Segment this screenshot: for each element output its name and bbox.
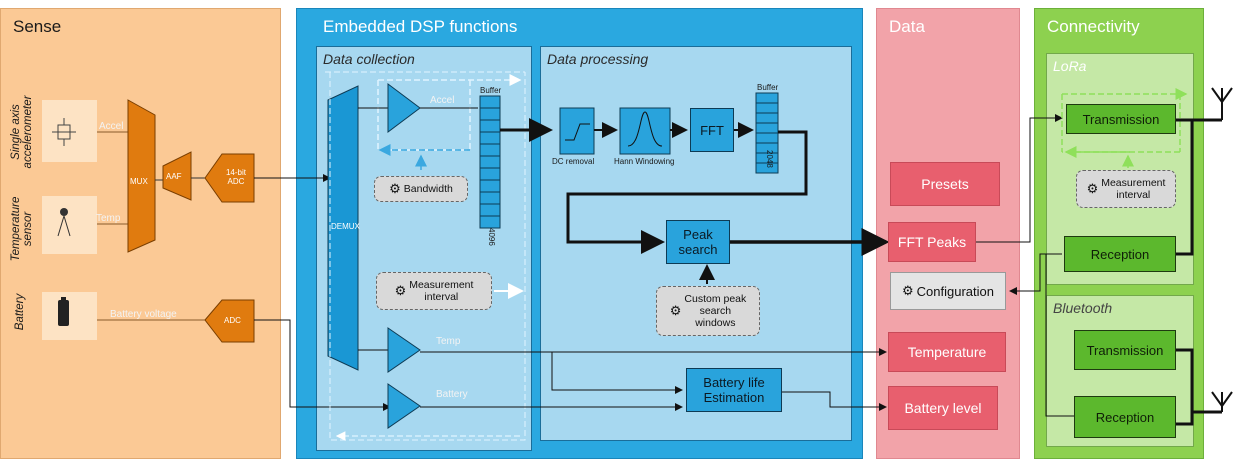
battery-amplifier [387, 383, 421, 429]
battery-icon [42, 292, 97, 340]
buffer-4096-size: 4096 [487, 228, 496, 246]
bluetooth-antenna-icon [1211, 391, 1233, 408]
bluetooth-transmission-box[interactable]: Transmission [1074, 330, 1176, 370]
fft-block: FFT [690, 108, 734, 152]
mux-block [127, 99, 156, 253]
buffer-2048-label: Buffer [757, 83, 779, 92]
battery-path-label: Battery [436, 389, 468, 400]
dc-removal-label: DC removal [552, 157, 595, 166]
configuration-box[interactable]: ⚙Configuration [890, 272, 1006, 310]
aaf-label: AAF [166, 172, 182, 181]
presets-box[interactable]: Presets [890, 162, 1000, 206]
sensor-battery-label: Battery [14, 293, 26, 331]
sense-panel-title: Sense [13, 17, 62, 36]
fft-peaks-box[interactable]: FFT Peaks [888, 222, 976, 262]
signal-battery-label: Battery voltage [110, 309, 177, 320]
data-collection-title: Data collection [323, 51, 415, 67]
connectivity-panel-title: Connectivity [1047, 17, 1140, 36]
buffer-4096 [479, 95, 501, 229]
buffer-4096-label: Buffer [480, 86, 502, 95]
demux-block [327, 85, 359, 371]
gear-icon: ⚙ [394, 283, 407, 298]
accel-path-label: Accel [430, 95, 455, 106]
accel-amplifier [387, 83, 421, 133]
signal-accel-label: Accel [99, 121, 124, 132]
bluetooth-title: Bluetooth [1053, 300, 1113, 316]
adc-battery-block [204, 299, 255, 343]
temp-amplifier [387, 327, 421, 373]
temp-path-label: Temp [436, 336, 461, 347]
dsp-panel-title: Embedded DSP functions [323, 17, 518, 36]
hann-window-block [619, 107, 671, 155]
temperature-box[interactable]: Temperature [888, 332, 1006, 372]
data-processing-title: Data processing [547, 51, 649, 67]
battery-level-box[interactable]: Battery level [888, 386, 998, 430]
data-panel-title: Data [889, 17, 925, 36]
lora-antenna-icon [1211, 87, 1233, 104]
lora-transmission-box[interactable]: Transmission [1066, 104, 1176, 134]
bluetooth-reception-box[interactable]: Reception [1074, 396, 1176, 438]
gear-icon: ⚙ [669, 303, 682, 318]
gear-icon: ⚙ [1086, 181, 1099, 196]
signal-temp-label: Temp [96, 213, 121, 224]
temperature-sensor-icon [42, 196, 97, 254]
lora-title: LoRa [1053, 58, 1087, 74]
mux-label: MUX [130, 177, 148, 186]
hann-label: Hann Windowing [614, 157, 675, 166]
demux-label: DEMUX [331, 222, 360, 231]
lora-reception-box[interactable]: Reception [1064, 236, 1176, 272]
aaf-block [162, 151, 192, 201]
buffer-2048-size: 2048 [765, 150, 774, 168]
adc-label: ADC [224, 316, 241, 325]
bandwidth-setting[interactable]: ⚙Bandwidth [374, 176, 468, 202]
gear-icon: ⚙ [389, 181, 401, 196]
gear-icon: ⚙ [902, 283, 914, 298]
